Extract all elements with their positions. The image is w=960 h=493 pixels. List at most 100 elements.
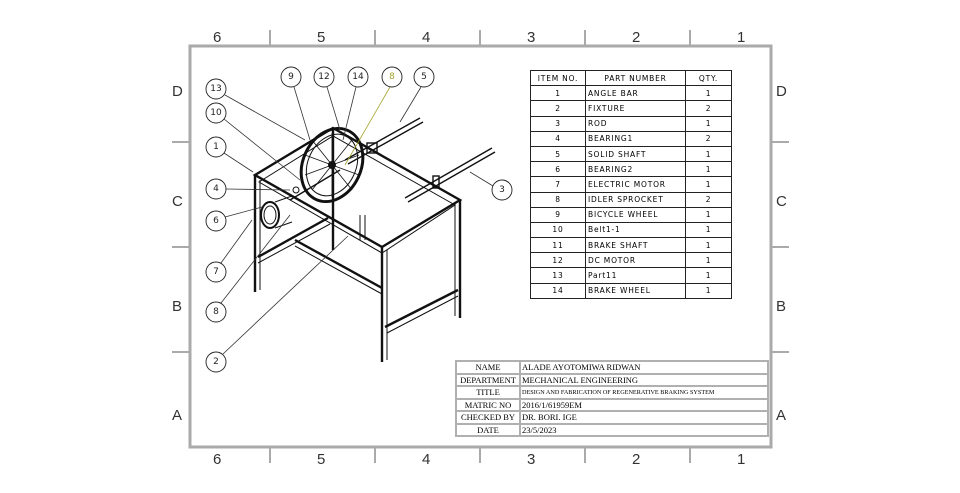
balloon-2[interactable]: 2 (205, 351, 227, 373)
bom-qty: 2 (685, 130, 732, 147)
bom-qty: 1 (685, 252, 732, 269)
bom-item-no: 1 (530, 85, 586, 102)
bom-part-number: BRAKE SHAFT (585, 237, 686, 254)
svg-text:10: 10 (210, 108, 222, 118)
balloon-9[interactable]: 9 (280, 66, 302, 88)
name-label: NAME (455, 360, 521, 375)
svg-text:12: 12 (318, 72, 329, 82)
department-label: DEPARTMENT (455, 372, 521, 387)
balloon-1[interactable]: 1 (205, 136, 227, 158)
bom-item-no: 14 (530, 282, 586, 299)
svg-text:9: 9 (288, 72, 294, 82)
bom-part-number: FIXTURE (585, 100, 686, 117)
zone-bottom-2: 2 (632, 451, 640, 468)
zone-right-A: A (776, 407, 786, 424)
svg-text:14: 14 (352, 72, 364, 82)
bicycle-wheel (299, 126, 365, 204)
zone-right-B: B (776, 298, 786, 315)
bom-item-no: 12 (530, 252, 586, 269)
bom-qty: 1 (685, 161, 732, 178)
zone-bottom-5: 5 (317, 451, 325, 468)
balloon-leaders (220, 86, 494, 355)
bom-part-number: BICYCLE WHEEL (585, 206, 686, 223)
bom-part-number: ROD (585, 115, 686, 132)
balloon-3[interactable]: 3 (491, 179, 513, 201)
bom-qty: 1 (685, 206, 732, 223)
balloons: 9 12 14 8 5 13 10 1 4 6 7 8 2 3 (205, 66, 513, 373)
bom-header-qty: QTY. (685, 69, 732, 87)
bom-part-number: ELECTRIC MOTOR (585, 176, 686, 193)
balloon-6[interactable]: 6 (205, 210, 227, 232)
balloon-12[interactable]: 12 (313, 66, 335, 88)
bom-item-no: 8 (530, 191, 586, 208)
bom-item-no: 7 (530, 176, 586, 193)
svg-text:8: 8 (213, 307, 219, 317)
zone-ticks (172, 30, 789, 463)
zone-bottom-4: 4 (422, 451, 430, 468)
bom-item-no: 6 (530, 161, 586, 178)
frame-inner-edges (257, 135, 459, 360)
bom-item-no: 2 (530, 100, 586, 117)
bom-part-number: BEARING1 (585, 130, 686, 147)
svg-text:4: 4 (213, 184, 219, 194)
balloon-5[interactable]: 5 (413, 66, 435, 88)
bom-part-number: BRAKE WHEEL (585, 282, 686, 299)
bom-item-no: 10 (530, 221, 586, 239)
zone-top-4: 4 (422, 29, 430, 46)
zone-left-B: B (172, 298, 182, 315)
balloon-10[interactable]: 10 (205, 102, 227, 124)
zone-bottom-1: 1 (737, 451, 745, 468)
balloon-8[interactable]: 8 (205, 301, 227, 323)
bom-item-no: 4 (530, 130, 586, 147)
title-value: DESIGN AND FABRICATION OF REGENERATIVE B… (519, 385, 769, 400)
shafts-and-rods (289, 117, 496, 203)
balloon-7[interactable]: 7 (205, 261, 227, 283)
bom-part-number: SOLID SHAFT (585, 145, 686, 163)
bom-qty: 2 (685, 191, 732, 208)
date-label: DATE (455, 422, 521, 437)
bom-part-number: ANGLE BAR (585, 85, 686, 102)
bom-part-number: DC MOTOR (585, 252, 686, 269)
bom-qty: 1 (685, 267, 732, 284)
bom-part-number: IDLER SPROCKET (585, 191, 686, 208)
bom-qty: 1 (685, 176, 732, 193)
balloon-14[interactable]: 14 (347, 66, 369, 88)
bom-header-row: ITEM NO. PART NUMBER QTY. (530, 69, 732, 87)
frame-angle-bars (252, 126, 463, 362)
bom-part-number: BEARING2 (585, 161, 686, 178)
zone-bottom-3: 3 (527, 451, 535, 468)
bom-part-number: Belt1-1 (585, 221, 686, 239)
bom-item-no: 13 (530, 267, 586, 284)
bom-header-item: ITEM NO. (530, 69, 586, 87)
balloon-4[interactable]: 4 (205, 178, 227, 200)
name-value: ALADE AYOTOMIWA RIDWAN (519, 360, 769, 375)
zone-top-1: 1 (737, 29, 745, 46)
balloon-8-highlighted[interactable]: 8 (381, 66, 403, 88)
zone-right-C: C (776, 193, 787, 210)
bom-item-no: 5 (530, 145, 586, 163)
bom-item-no: 3 (530, 115, 586, 132)
bom-item-no: 9 (530, 206, 586, 223)
bom-qty: 1 (685, 237, 732, 254)
zone-top-6: 6 (213, 29, 221, 46)
date-value: 23/5/2023 (519, 422, 769, 437)
balloon-13[interactable]: 13 (205, 78, 227, 100)
bom-item-no: 11 (530, 237, 586, 254)
assembly-isometric-view (252, 117, 496, 362)
